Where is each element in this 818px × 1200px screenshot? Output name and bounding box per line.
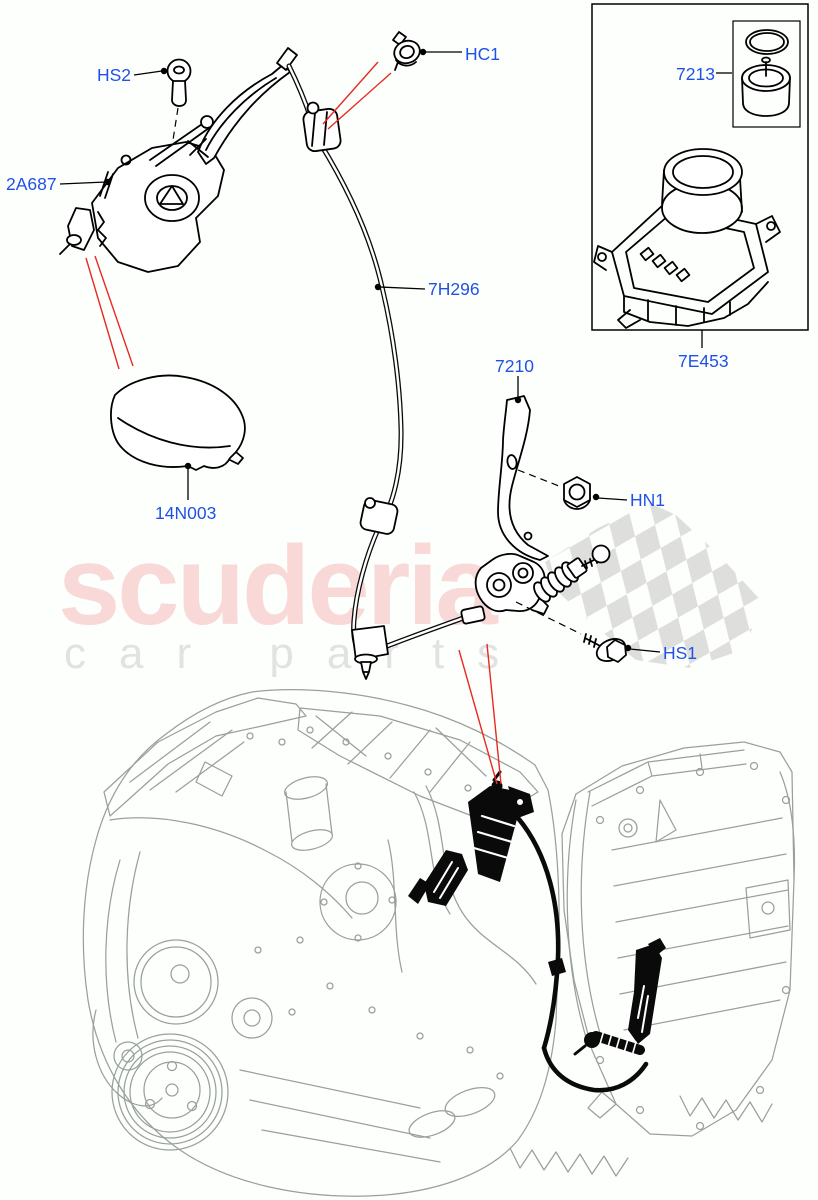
checkered-flag-watermark [545,503,764,668]
gear-selector-module-drawing [593,148,781,329]
clip-hc1-drawing [392,31,421,71]
cover-14n003-drawing [110,374,246,471]
screw-axis-dashed-line [172,107,179,141]
gear-selector-box [591,3,809,331]
cable-route-highlight [408,770,666,1093]
part-label-7213[interactable]: 7213 [676,64,715,84]
knob-drawing [741,29,791,117]
selector-lever-bracket-drawing [497,395,549,561]
bolt-hs1-drawing [583,633,627,663]
part-labels: HS2 HC1 2A687 7H296 7213 7E453 7210 HN1 … [6,44,729,663]
screw-hs2-drawing [166,58,192,141]
shift-cable-upper-drawing [187,47,486,680]
transmission-drawing [561,741,796,1137]
part-group-box [591,3,809,331]
tagline-watermark: car parts [64,629,532,678]
part-label-hn1[interactable]: HN1 [630,490,665,510]
cable-end-drawing [474,544,611,615]
leader-lines-red [85,61,502,785]
brand-watermark: scuderia [58,523,498,648]
knob-inset-box [732,20,801,128]
part-label-14n003[interactable]: 14N003 [155,503,216,523]
shift-lever-assembly-drawing [59,115,225,273]
part-label-7e453[interactable]: 7E453 [678,351,729,371]
engine-drawing [82,689,629,1197]
part-label-7h296[interactable]: 7H296 [428,279,480,299]
part-label-hc1[interactable]: HC1 [465,44,500,64]
nut-hn1-drawing [563,476,591,510]
part-label-7210[interactable]: 7210 [495,356,534,376]
part-label-hs2[interactable]: HS2 [97,65,131,85]
callout-lines [59,48,732,653]
part-label-hs1[interactable]: HS1 [663,643,697,663]
part-label-2a687[interactable]: 2A687 [6,174,57,194]
